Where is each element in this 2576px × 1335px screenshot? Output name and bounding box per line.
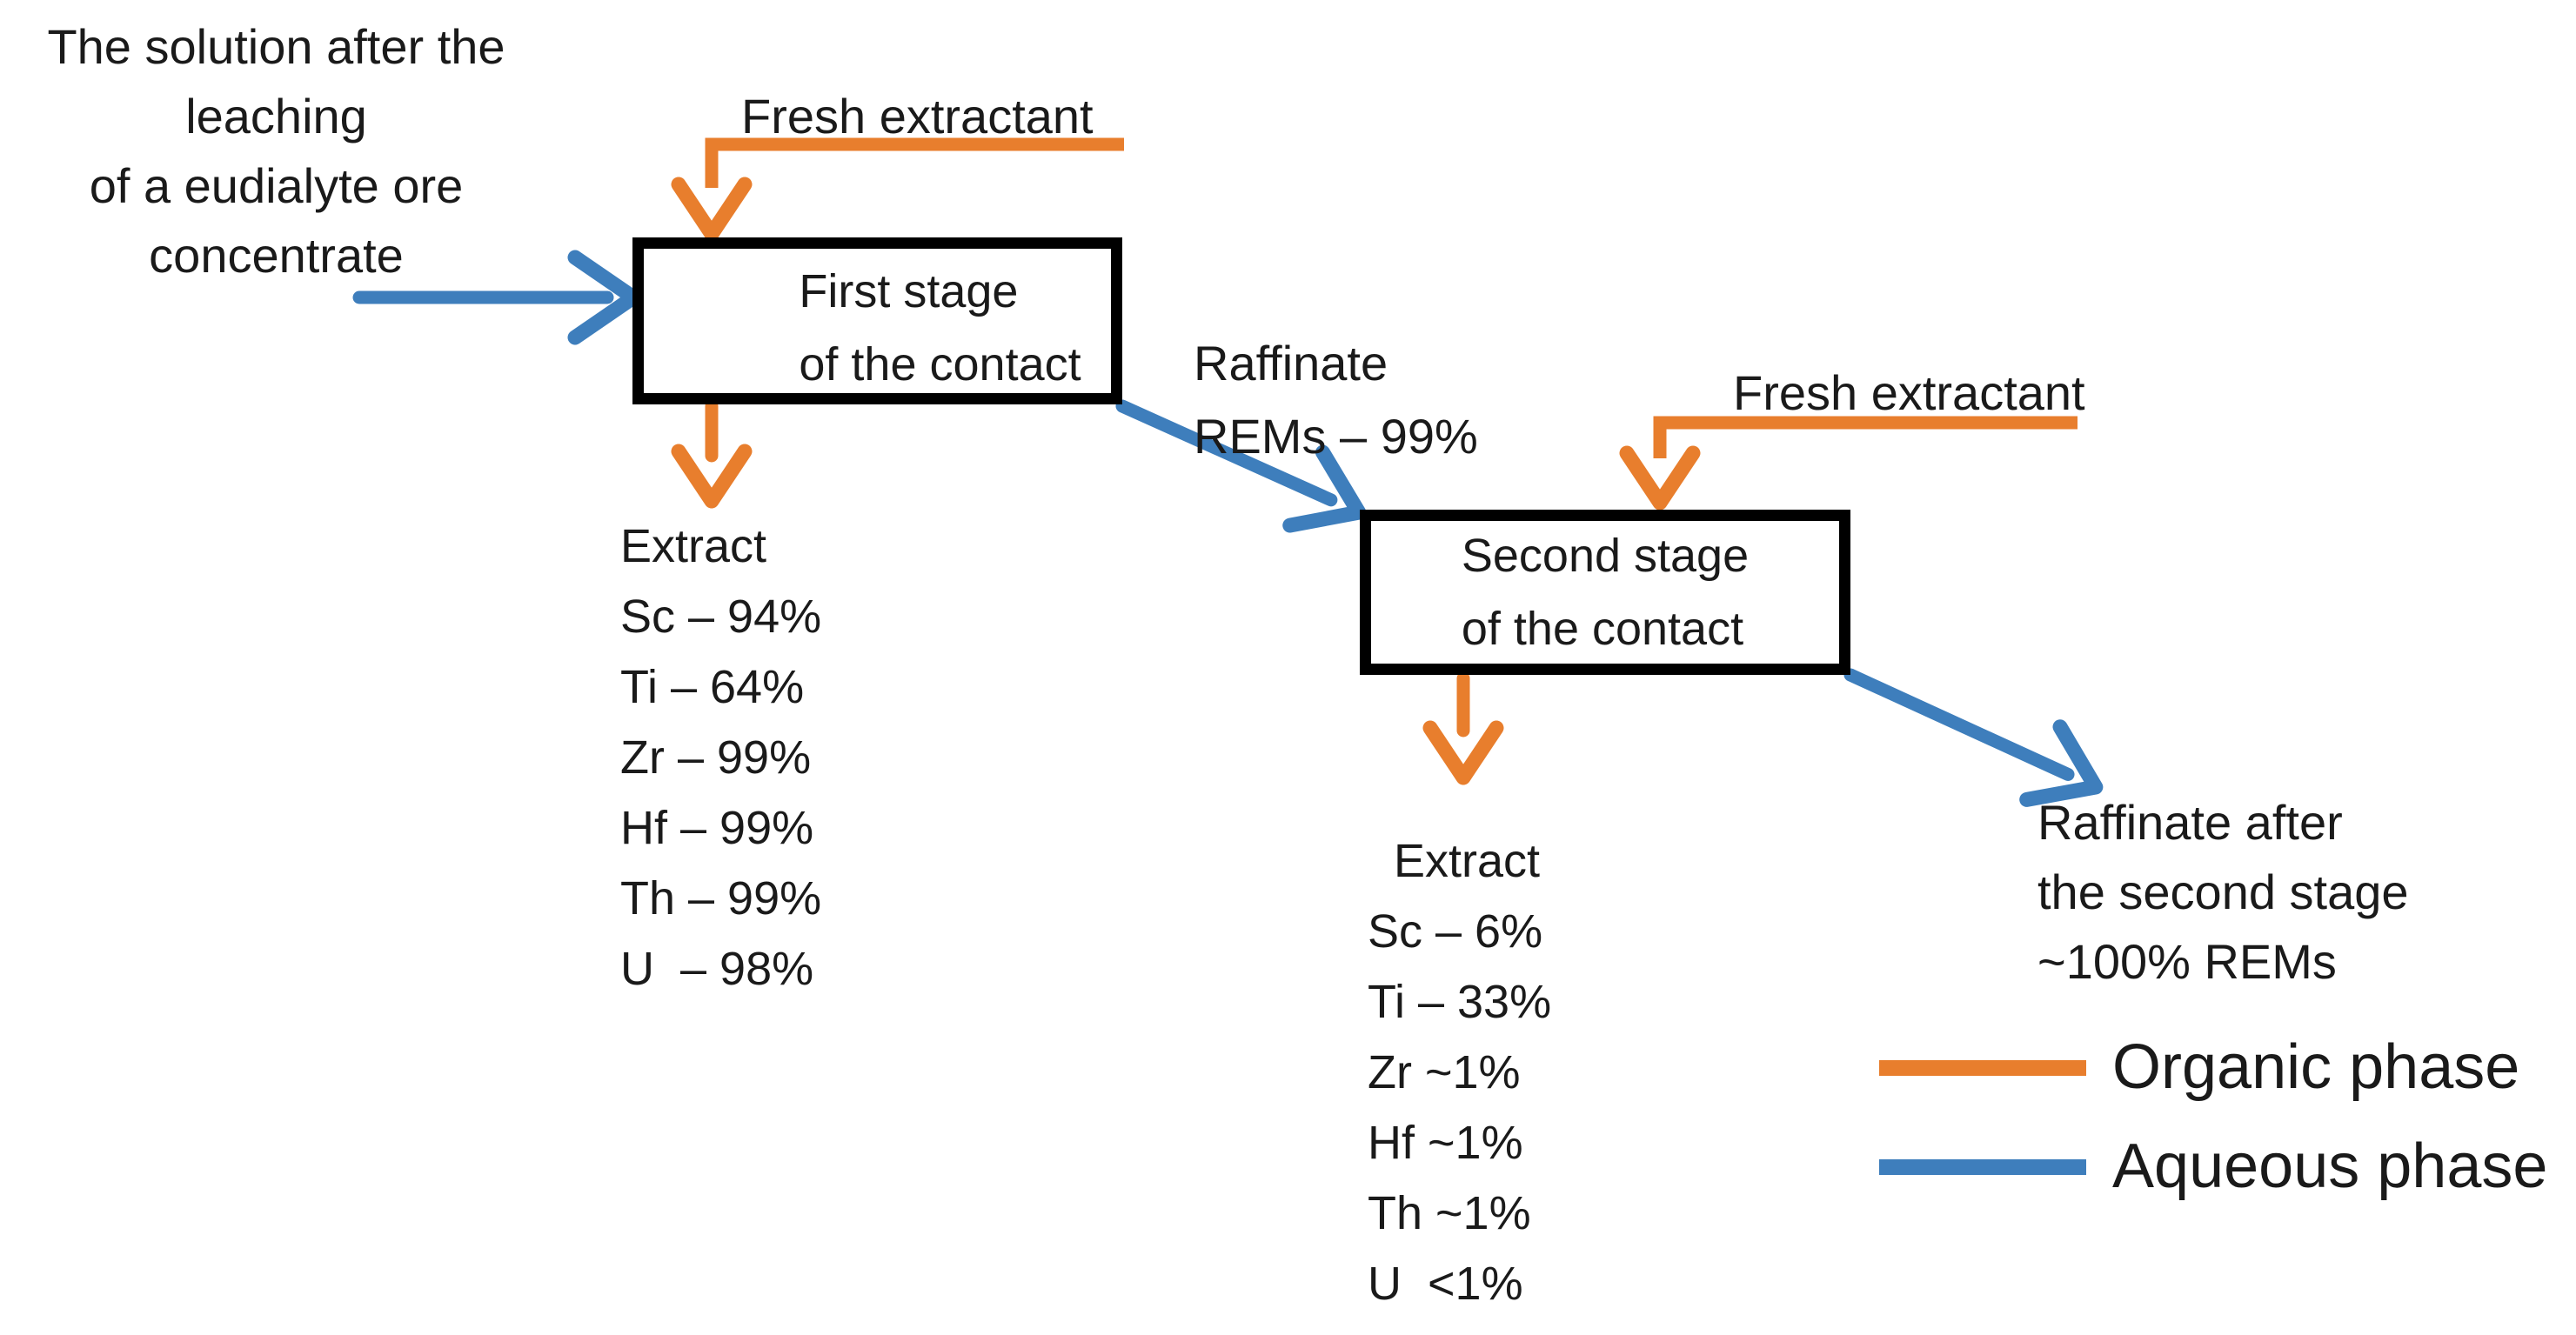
stage1-extract-item: Hf – 99% — [620, 802, 814, 854]
aqueous-raffinate-arrow-2-shaft — [1843, 668, 2075, 781]
organic-feed-arrow-2-head — [1619, 445, 1701, 511]
stage1-extract-item: U – 98% — [620, 943, 814, 995]
stage1-extract-list: Extract Sc – 94% Ti – 64% Zr – 99% Hf – … — [620, 511, 821, 1005]
organic-extract-arrow-2-head — [1422, 720, 1504, 785]
stage1-extract-item: Ti – 64% — [620, 661, 805, 713]
organic-feed-arrow-2 — [1653, 416, 2078, 458]
stage2-box-label: Second stage of the contact — [1461, 530, 1750, 655]
stage1-box-label: First stage of the contact — [799, 265, 1081, 390]
stage2-extract-item: Ti – 33% — [1368, 976, 1552, 1028]
stage2-raffinate-label: Raffinate after the second stage ~100% R… — [2037, 795, 2409, 989]
stage2-extract-item: Hf ~1% — [1368, 1117, 1523, 1169]
stage2-extract-item: Sc – 6% — [1368, 905, 1543, 958]
stage1-box: First stage of the contact — [632, 237, 1122, 404]
stage2-fresh-extractant-label: Fresh extractant — [1733, 365, 2085, 420]
stage1-raffinate-label: Raffinate REMs – 99% — [1194, 336, 1478, 464]
stage1-fresh-extractant-label: Fresh extractant — [741, 89, 1094, 144]
stage1-extract-item: Th – 99% — [620, 872, 822, 924]
stage2-extract-item: Th ~1% — [1368, 1187, 1531, 1239]
organic-extract-arrow-1-head — [671, 444, 753, 509]
stage2-extract-item: Zr ~1% — [1368, 1046, 1521, 1098]
stage1-extract-item: Sc – 94% — [620, 591, 822, 643]
aqueous-feed-arrow-head — [567, 250, 641, 345]
stage2-extract-list: Extract Sc – 6% Ti – 33% Zr ~1% Hf ~1% T… — [1368, 826, 1551, 1319]
stage2-box: Second stage of the contact — [1360, 510, 1850, 675]
stage2-extract-item: U <1% — [1368, 1258, 1523, 1310]
stage2-extract-title: Extract — [1394, 835, 1541, 887]
source-solution-label: The solution after the leaching of a eud… — [47, 19, 505, 283]
stage1-extract-item: Zr – 99% — [620, 731, 812, 784]
legend-aqueous-label: Aqueous phase — [2112, 1131, 2548, 1201]
stage1-extract-title: Extract — [620, 520, 767, 572]
legend-organic-label: Organic phase — [2112, 1032, 2520, 1102]
organic-feed-arrow-1-head — [671, 177, 753, 242]
